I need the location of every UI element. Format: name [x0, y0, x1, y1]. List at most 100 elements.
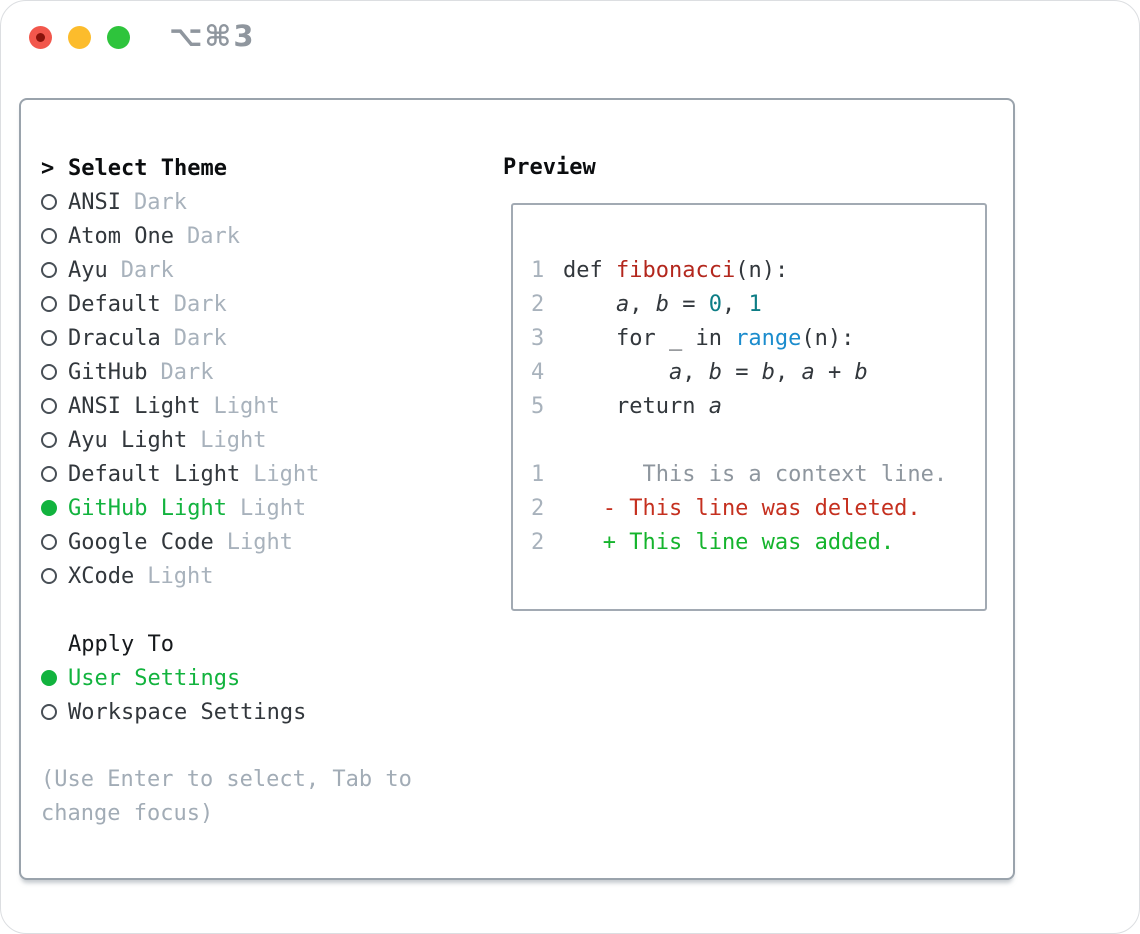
code-token-code: def: [563, 258, 616, 283]
theme-variant-tag: Light: [147, 563, 214, 589]
radio-slot: [41, 398, 68, 414]
code-token-code: [563, 360, 669, 385]
theme-item-default-light[interactable]: Default Light Light: [41, 457, 445, 491]
code-token-call: range: [735, 326, 802, 351]
code-token-code: ,: [629, 292, 656, 317]
radio-slot: [41, 466, 68, 482]
radio-icon: [41, 262, 57, 278]
code-token-code: +: [814, 360, 855, 385]
code-token-var: a: [801, 360, 815, 385]
theme-item-ansi-light[interactable]: ANSI Light Light: [41, 389, 445, 423]
radio-icon: [41, 704, 57, 720]
radio-slot: [41, 262, 68, 278]
close-button[interactable]: [29, 26, 52, 49]
code-token-var: b: [655, 292, 669, 317]
code-token-num: 1: [748, 292, 762, 317]
minimize-button[interactable]: [68, 26, 91, 49]
theme-variant-tag: Light: [253, 461, 320, 487]
code-line: [531, 424, 985, 458]
theme-variant-tag: Light: [239, 495, 307, 521]
code-token-code: ,: [682, 360, 709, 385]
radio-icon: [41, 432, 57, 448]
line-number: 3: [531, 326, 545, 351]
theme-variant-tag: Dark: [133, 189, 187, 215]
radio-slot: [41, 704, 68, 720]
code-token-var: b: [708, 360, 722, 385]
theme-item-label: Ayu: [68, 257, 108, 283]
code-line: 5 return a: [531, 390, 985, 424]
theme-item-label: XCode: [68, 563, 135, 589]
code-line: 2 - This line was deleted.: [531, 492, 985, 526]
code-token-add: + This line was added.: [563, 530, 895, 555]
code-token-code: (n):: [801, 326, 855, 351]
theme-item-label: Default Light: [68, 461, 241, 487]
theme-item-label: GitHub: [68, 359, 148, 385]
code-line: 2 a, b = 0, 1: [531, 288, 985, 322]
theme-item-label: ANSI Light: [68, 393, 201, 419]
preview-header: Preview: [503, 155, 596, 180]
theme-item-label: GitHub Light: [68, 495, 227, 521]
code-token-code: ,: [721, 292, 749, 317]
radio-slot: [41, 534, 68, 550]
theme-item-github-light[interactable]: GitHub Light Light: [41, 491, 445, 525]
radio-icon: [41, 568, 57, 584]
theme-item-label: Atom One: [68, 223, 174, 249]
theme-variant-tag: Light: [213, 393, 280, 419]
line-number: 2: [531, 292, 545, 317]
line-number: 1: [531, 462, 545, 487]
apply-option-user-settings[interactable]: User Settings: [41, 661, 445, 695]
theme-item-ayu[interactable]: Ayu Dark: [41, 253, 445, 287]
radio-slot: [41, 194, 68, 210]
line-number: 5: [531, 394, 545, 419]
radio-slot: [41, 330, 68, 346]
window-shortcut-label: ⌥⌘3: [169, 19, 256, 53]
apply-to-header: Apply To: [41, 627, 445, 661]
radio-slot: [41, 296, 68, 312]
theme-item-xcode[interactable]: XCode Light: [41, 559, 445, 593]
prompt-caret-icon: >: [41, 155, 55, 181]
code-line: 3 for _ in range(n):: [531, 322, 985, 356]
theme-item-github[interactable]: GitHub Dark: [41, 355, 445, 389]
theme-variant-tag: Dark: [120, 257, 174, 283]
code-token-func: fibonacci: [615, 258, 736, 283]
code-token-var: a: [708, 394, 722, 419]
code-token-code: (n):: [735, 258, 789, 283]
theme-item-label: Dracula: [68, 325, 161, 351]
radio-icon: [41, 330, 57, 346]
spacer: [41, 729, 445, 763]
radio-icon: [41, 296, 57, 312]
radio-slot: [41, 500, 68, 516]
close-button-dot-icon: [36, 33, 45, 42]
apply-to-title: Apply To: [68, 631, 174, 657]
theme-item-label: Ayu Light: [68, 427, 188, 453]
code-token-code: return: [563, 394, 709, 419]
line-number: 2: [531, 496, 545, 521]
select-theme-header: >Select Theme: [41, 151, 445, 185]
radio-icon: [41, 466, 57, 482]
radio-slot: [41, 228, 68, 244]
code-token-del: - This line was deleted.: [563, 496, 921, 521]
radio-slot: [41, 364, 68, 380]
zoom-button[interactable]: [107, 26, 130, 49]
theme-item-ansi[interactable]: ANSI Dark: [41, 185, 445, 219]
radio-icon: [41, 194, 57, 210]
radio-selected-icon: [41, 500, 57, 516]
line-number: 4: [531, 360, 545, 385]
apply-option-workspace-settings[interactable]: Workspace Settings: [41, 695, 445, 729]
theme-variant-tag: Dark: [160, 359, 214, 385]
radio-selected-icon: [41, 670, 57, 686]
code-token-var: a: [615, 292, 630, 317]
theme-item-label: ANSI: [68, 189, 121, 215]
traffic-lights: [29, 26, 130, 49]
radio-slot: [41, 432, 68, 448]
theme-variant-tag: Light: [226, 529, 293, 555]
